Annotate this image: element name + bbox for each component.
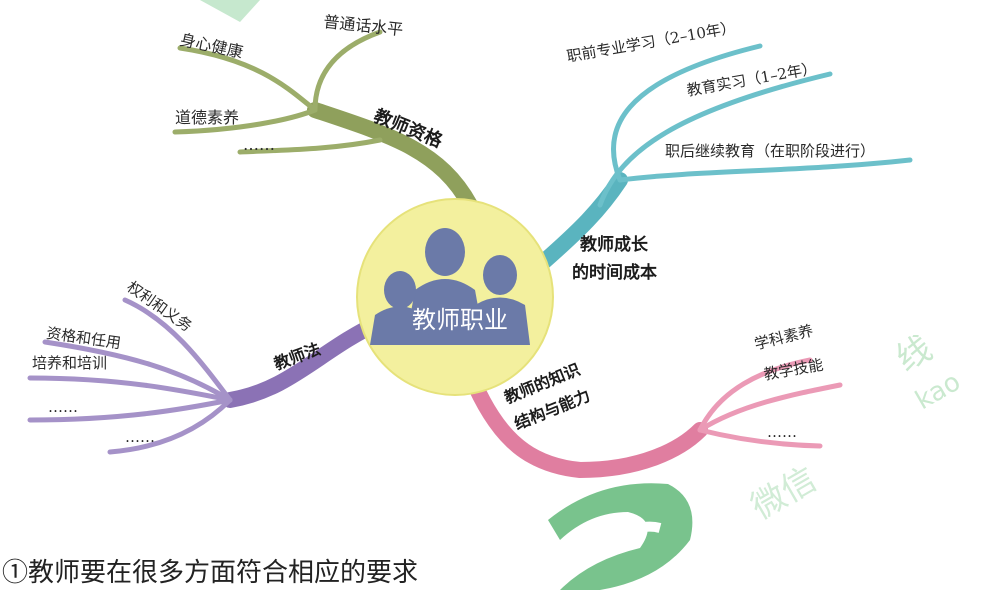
svg-text:微信: 微信: [745, 459, 824, 528]
leaf-law-more-2: ……: [125, 428, 155, 446]
branch-title-growth-line2: 的时间成本: [572, 263, 657, 283]
branch-qualification: [172, 29, 478, 213]
people-icon: [370, 228, 530, 345]
central-hub: [356, 198, 554, 396]
branch-knowledge-ability: [467, 357, 843, 479]
branch-title-growth-line1: 教师成长: [580, 235, 648, 255]
branch-growth-time: [532, 43, 913, 273]
watermark: 微信 线 kao: [200, 0, 966, 590]
svg-text:线: 线: [890, 328, 939, 380]
branch-teacher-law: [27, 297, 388, 455]
center-title: 教师职业: [412, 306, 508, 334]
leaf-training: 培养和培训: [32, 354, 108, 372]
leaf-moral-quality: 道德素养: [175, 108, 240, 127]
figure-caption: ①教师要在很多方面符合相应的要求: [2, 558, 419, 588]
leaf-knowledge-more: ……: [767, 423, 797, 441]
leaf-inservice-education: 职后继续教育（在职阶段进行）: [665, 142, 876, 160]
leaf-qualification-more: ……: [243, 135, 275, 154]
leaf-law-more-1: ……: [48, 398, 78, 416]
